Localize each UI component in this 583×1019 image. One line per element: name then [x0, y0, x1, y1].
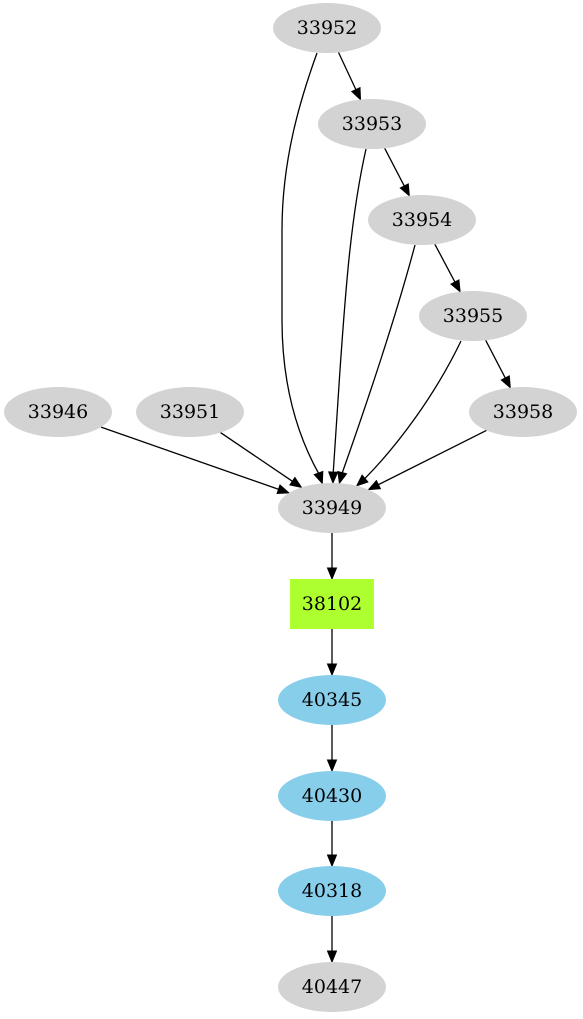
node-ellipse: [278, 962, 386, 1012]
node-ellipse: [469, 387, 577, 437]
arrowhead: [326, 950, 338, 964]
node-40447[interactable]: 40447: [278, 962, 386, 1012]
node-label: 33954: [392, 209, 452, 231]
arrowhead: [337, 470, 348, 485]
arrowhead: [355, 474, 369, 487]
node-ellipse: [318, 99, 426, 149]
node-ellipse: [278, 771, 386, 821]
node-label: 33958: [493, 401, 553, 423]
arrowhead: [500, 375, 511, 389]
node-33953[interactable]: 33953: [318, 99, 426, 149]
nodes-layer: 33952 33953 33954 33955 33946 33951 33958 33949…: [4, 3, 577, 1012]
node-label: 33952: [297, 17, 357, 39]
node-label: 40345: [302, 689, 362, 711]
node-ellipse: [273, 3, 381, 53]
edge-33952-33953: [337, 52, 362, 101]
arrowhead: [367, 479, 382, 491]
edge-33951-33949: [220, 432, 303, 489]
edge-38102-40345: [326, 629, 338, 677]
arrowhead: [313, 470, 324, 485]
edge-33946-33949: [100, 426, 291, 495]
edge-line: [337, 52, 357, 91]
edge-40430-40318: [326, 821, 338, 868]
node-label: 40430: [302, 785, 362, 807]
node-33951[interactable]: 33951: [136, 387, 244, 437]
edge-33955-33949: [355, 340, 462, 487]
edge-33953-33954: [384, 148, 410, 197]
edge-33955-33958: [485, 340, 511, 389]
edges-layer: [100, 52, 511, 964]
edge-line: [485, 340, 507, 380]
node-ellipse: [4, 387, 112, 437]
arrowhead: [399, 183, 410, 197]
node-ellipse: [368, 195, 476, 245]
node-33955[interactable]: 33955: [419, 291, 527, 341]
node-33946[interactable]: 33946: [4, 387, 112, 437]
arrowhead: [450, 279, 461, 293]
edge-line: [220, 432, 294, 483]
node-40430[interactable]: 40430: [278, 771, 386, 821]
arrowhead: [326, 854, 338, 868]
arrowhead: [289, 476, 303, 489]
node-ellipse: [278, 483, 386, 533]
edge-33958-33949: [367, 429, 487, 491]
node-label: 33951: [160, 401, 220, 423]
edge-33953-33949: [327, 148, 367, 485]
node-40318[interactable]: 40318: [278, 866, 386, 916]
node-33949[interactable]: 33949: [278, 483, 386, 533]
edge-33954-33955: [434, 243, 461, 293]
edge-33954-33949: [337, 244, 416, 485]
node-label: 40318: [302, 880, 362, 902]
edge-40345-40430: [326, 725, 338, 773]
edge-line: [377, 429, 487, 486]
node-ellipse: [136, 387, 244, 437]
node-box: [290, 579, 374, 629]
node-33954[interactable]: 33954: [368, 195, 476, 245]
node-label: 33955: [443, 305, 503, 327]
edge-line: [281, 52, 320, 475]
node-label: 33946: [28, 401, 88, 423]
node-ellipse: [278, 866, 386, 916]
node-33952[interactable]: 33952: [273, 3, 381, 53]
edge-line: [332, 148, 367, 474]
edge-line: [434, 243, 456, 284]
node-38102[interactable]: 38102: [290, 579, 374, 629]
node-33958[interactable]: 33958: [469, 387, 577, 437]
node-label: 38102: [302, 593, 362, 615]
arrowhead: [327, 471, 339, 485]
node-label: 33949: [302, 497, 362, 519]
arrowhead: [326, 567, 338, 581]
edge-33952-33949: [281, 52, 324, 485]
node-40345[interactable]: 40345: [278, 675, 386, 725]
arrowhead: [326, 759, 338, 773]
edge-line: [384, 148, 406, 188]
node-label: 33953: [342, 113, 402, 135]
arrowhead: [350, 86, 362, 101]
edge-line: [341, 244, 416, 474]
node-ellipse: [278, 675, 386, 725]
edge-line: [363, 340, 462, 480]
edge-line: [100, 426, 280, 491]
arrowhead: [326, 663, 338, 677]
node-label: 40447: [302, 976, 362, 998]
edge-40318-40447: [326, 916, 338, 964]
arrowhead: [276, 484, 291, 495]
edge-33949-38102: [326, 533, 338, 581]
node-ellipse: [419, 291, 527, 341]
